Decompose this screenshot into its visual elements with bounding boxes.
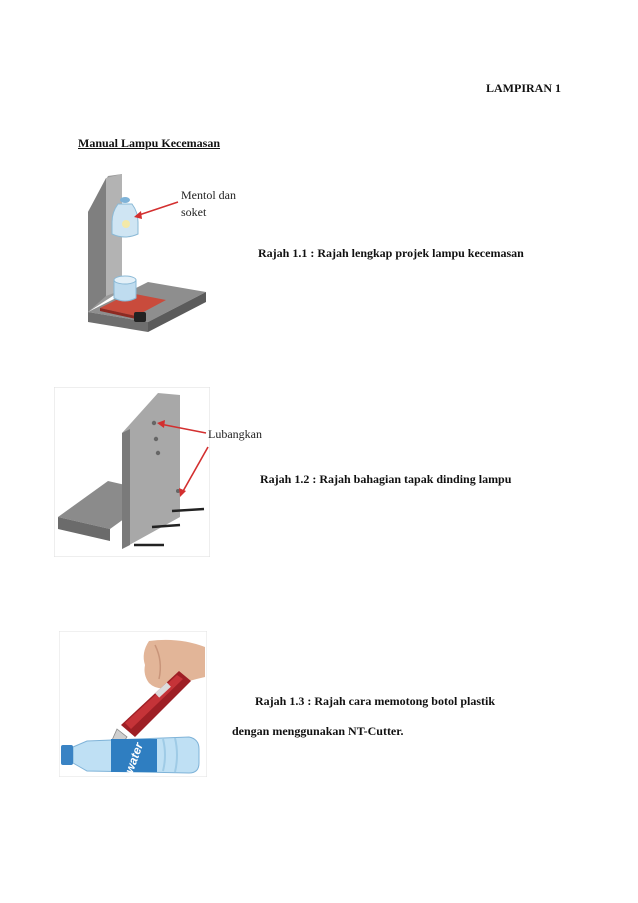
figure-2-caption: Rajah 1.2 : Rajah bahagian tapak dinding… bbox=[260, 472, 512, 486]
figure-3-caption-line2: dengan menggunakan NT-Cutter. bbox=[232, 724, 404, 738]
figure-3-caption-line1: Rajah 1.3 : Rajah cara memotong botol pl… bbox=[255, 694, 495, 708]
wall-base-illustration bbox=[54, 387, 210, 557]
callout-holes: Lubangkan bbox=[208, 427, 262, 441]
callout-bulb-line2: soket bbox=[181, 205, 207, 219]
figure-1-caption: Rajah 1.1 : Rajah lengkap projek lampu k… bbox=[258, 246, 524, 260]
section-title: Manual Lampu Kecemasan bbox=[78, 136, 221, 150]
bottle-cutting-illustration: water bbox=[59, 631, 207, 777]
lamp-project-illustration bbox=[88, 174, 206, 332]
page-heading: LAMPIRAN 1 bbox=[486, 81, 561, 95]
callout-bulb-line1: Mentol dan bbox=[181, 188, 236, 202]
